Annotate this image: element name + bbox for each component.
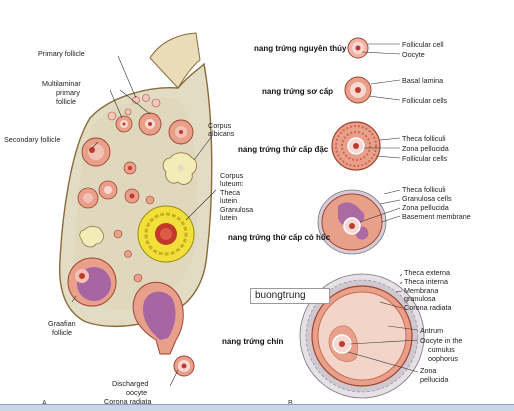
label-basement-membrane: Basement membrane — [402, 212, 471, 221]
discharged-oocyte — [173, 355, 195, 377]
growing-follicle-right — [168, 119, 194, 145]
label-corpus-luteum-1: Corpus — [220, 171, 244, 180]
label-theca-2: lutein — [220, 196, 237, 205]
label-multilaminar-3: follicle — [56, 97, 76, 106]
label-zona-pellucida-cav: Zona pellucida — [402, 203, 449, 212]
graafian-follicle — [67, 257, 117, 307]
label-zona-1: Zona — [420, 366, 436, 375]
label-secondary-follicle: Secondary follicle — [4, 135, 60, 144]
label-corpus-luteum-2: luteum: — [220, 179, 244, 188]
label-zona-pellucida-solid: Zona pellucida — [402, 144, 449, 153]
stage-mature: nang trứng chín Theca externa Theca inte… — [222, 268, 462, 399]
left-leader-lines — [71, 55, 217, 387]
mid-follicles — [77, 161, 140, 209]
small-follicles-right — [113, 195, 155, 283]
label-membrana: Membrana — [404, 286, 438, 295]
label-follicular-cell: Follicular cell — [402, 40, 444, 49]
label-zona-2: pellucida — [420, 375, 448, 384]
label-theca-folliculi-cav: Theca folliculi — [402, 185, 446, 194]
label-oocyte-cumulus-1: Oocyte in the — [420, 336, 462, 345]
label-oocyte-cumulus-3: oophorus — [428, 354, 458, 363]
label-graafian-1: Graafian — [48, 319, 76, 328]
label-granulosa-2: lutein — [220, 213, 237, 222]
multilaminar-follicle — [115, 115, 133, 133]
label-granulosa-1: Granulosa — [220, 205, 253, 214]
secondary-follicle — [81, 137, 111, 167]
label-corona-radiata: Corona radiata — [404, 303, 452, 312]
label-corpus-albicans-1: Corpus — [208, 121, 232, 130]
stage-secondary-solid: nang trứng thứ cấp đặc Theca folliculi Z… — [238, 121, 449, 171]
growing-follicle — [138, 112, 162, 136]
corpus-albicans — [79, 152, 197, 248]
vn-primary: nang trứng sơ cấp — [262, 87, 333, 96]
vn-secondary-cavity: nang trứng thứ cấp có hốc — [228, 233, 331, 242]
ovary-section: Primary follicle Multilaminar primary fo… — [4, 32, 253, 406]
label-oocyte-primordial: Oocyte — [402, 50, 425, 59]
label-oocyte-cumulus-2: cumulus — [428, 345, 455, 354]
label-multilaminar-1: Multilaminar — [42, 79, 81, 88]
label-basal-lamina: Basal lamina — [402, 76, 443, 85]
corpus-luteum — [137, 205, 195, 263]
vn-mature: nang trứng chín — [222, 337, 283, 346]
bottom-scroll-bar[interactable] — [0, 404, 514, 411]
vn-secondary-solid: nang trứng thứ cấp đặc — [238, 145, 329, 154]
label-follicular-cells-primary: Follicular cells — [402, 96, 448, 105]
stage-primordial: nang trứng nguyên thủy Follicular cell O… — [254, 37, 444, 59]
ruptured-follicle — [132, 281, 184, 355]
label-primary-follicle: Primary follicle — [38, 49, 85, 58]
label-granulosa-mature: granulosa — [404, 294, 436, 303]
label-discharged-3: Corona radiata — [104, 397, 152, 406]
label-theca-externa: Theca externa — [404, 268, 450, 277]
stage-secondary-cavity: nang trứng thứ cấp có hốc Theca follicul… — [228, 185, 471, 255]
label-follicular-cells-solid: Follicular cells — [402, 154, 448, 163]
label-discharged-1: Discharged — [112, 379, 148, 388]
stage-primary: nang trứng sơ cấp Basal lamina Follicula… — [262, 76, 448, 105]
panel-letter-b: B — [288, 400, 293, 407]
label-discharged-2: oocyte — [126, 388, 147, 397]
panel-letter-a: A — [42, 400, 47, 407]
vn-primordial: nang trứng nguyên thủy — [254, 44, 347, 53]
label-granulosa-cells: Granulosa cells — [402, 194, 452, 203]
label-theca-1: Theca — [220, 188, 240, 197]
primordial-follicles-cluster — [107, 94, 161, 121]
label-antrum: Antrum — [420, 326, 443, 335]
label-corpus-albicans-2: albicans — [208, 129, 235, 138]
label-theca-folliculi: Theca folliculi — [402, 134, 446, 143]
label-graafian-2: follicle — [52, 328, 72, 337]
follicle-stages: nang trứng nguyên thủy Follicular cell O… — [222, 37, 471, 399]
label-theca-interna: Theca interna — [404, 277, 448, 286]
image-tooltip: buongtrung — [250, 288, 330, 304]
label-multilaminar-2: primary — [56, 88, 80, 97]
